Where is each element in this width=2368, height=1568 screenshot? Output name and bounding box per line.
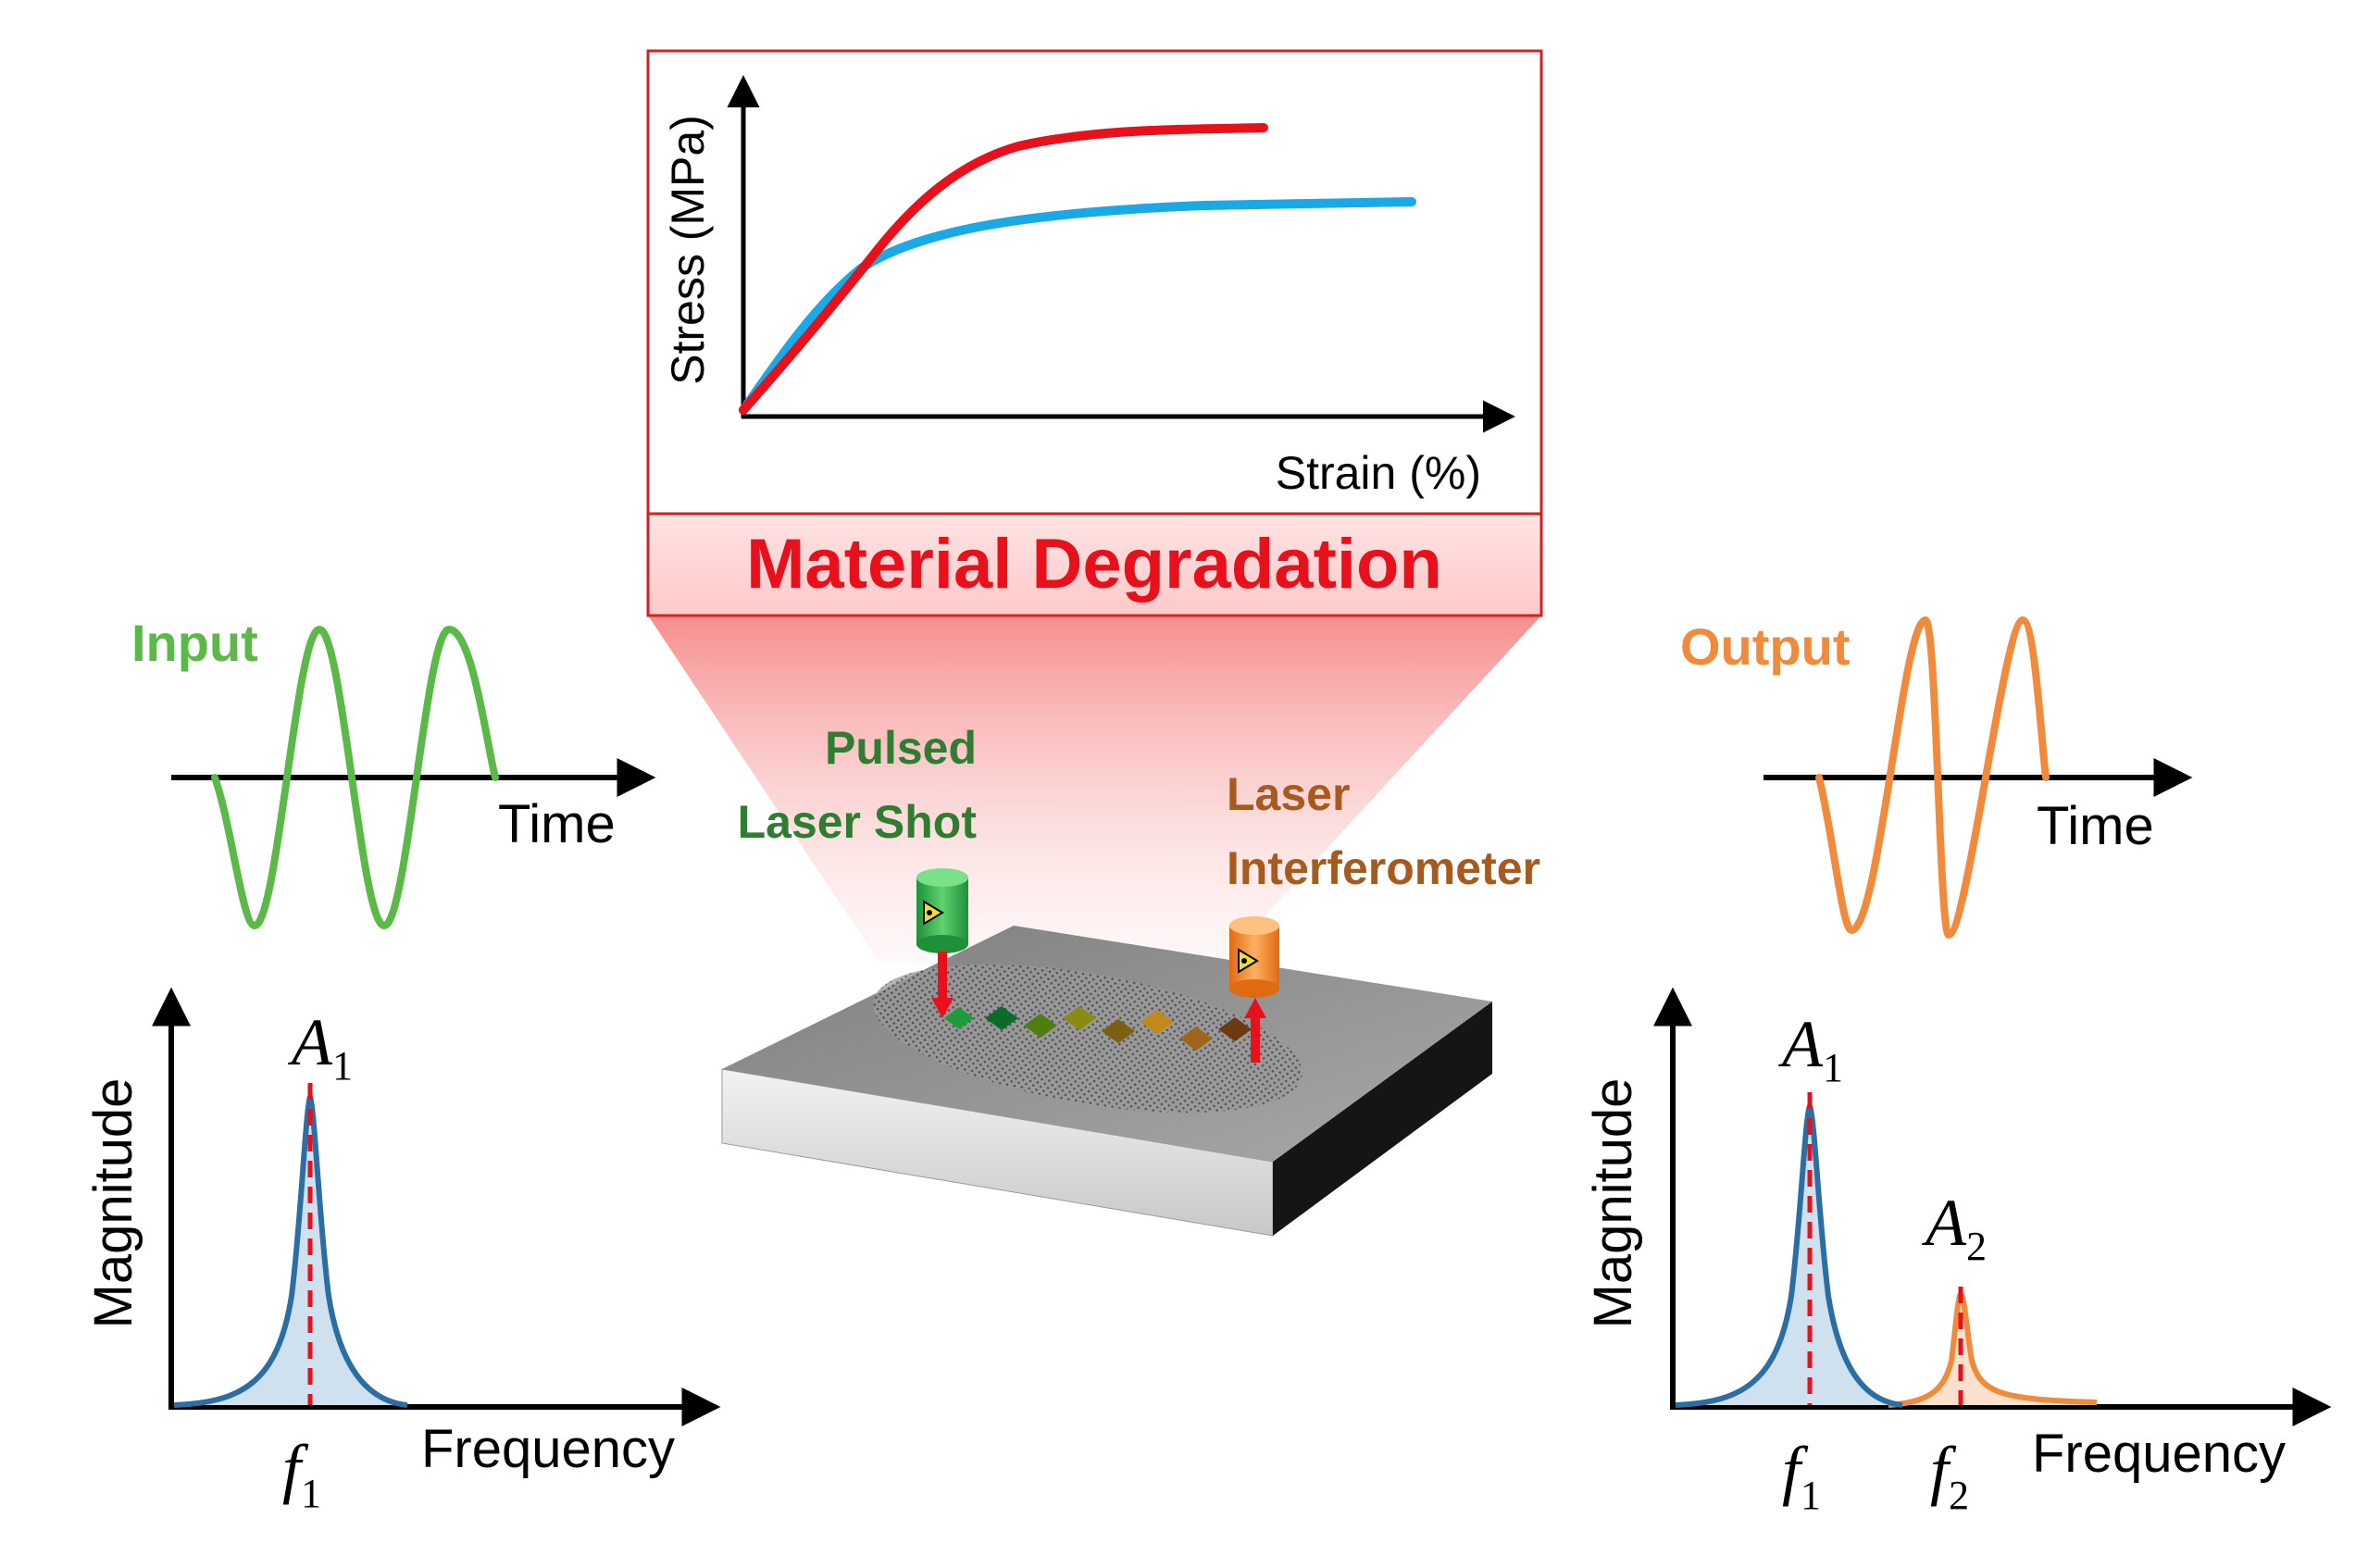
- output-spectrum-panel: Magnitude Frequency A1 A2 f1 f2: [1583, 987, 2332, 1518]
- interferometer-label-line2: Interferometer: [1227, 842, 1540, 894]
- laser-shot-label-line1: Pulsed: [825, 722, 977, 774]
- degraded-curve: [739, 123, 1268, 415]
- laser-shot-label-line2: Laser Shot: [738, 796, 978, 848]
- interferometer-label-line1: Laser: [1227, 768, 1350, 820]
- inspection-region: [873, 964, 1302, 1114]
- stress-strain-panel: Material Degradation Stress (MPa) Strain…: [646, 49, 1543, 617]
- output-peak1-amplitude-label: A1: [1778, 1007, 1843, 1090]
- strain-axis-label: Strain (%): [1276, 447, 1481, 499]
- output-peak1-fill: [1676, 1106, 1902, 1405]
- input-peak-amplitude-label: A1: [288, 1005, 353, 1089]
- guided-wave-path: [944, 1006, 1252, 1051]
- output-time-label: Time: [2037, 796, 2154, 856]
- input-waveform: [211, 625, 499, 930]
- output-waveform: [1815, 616, 2050, 940]
- input-peak-frequency-label: f1: [282, 1431, 321, 1516]
- material-degradation-banner: [646, 512, 1543, 617]
- laser-emitter-icon: [916, 868, 968, 1018]
- input-time-label: Time: [498, 794, 616, 854]
- material-degradation-label: Material Degradation: [746, 525, 1442, 604]
- stress-axis-label: Stress (MPa): [662, 115, 714, 385]
- input-peak-fill: [174, 1097, 407, 1405]
- input-signal-panel: Input Time: [131, 614, 656, 930]
- output-peak2-curve: [1888, 1290, 2098, 1408]
- output-signal-panel: Output Time: [1680, 616, 2193, 940]
- input-label: Input: [131, 614, 258, 672]
- output-peak2-frequency-label: f2: [1930, 1433, 1969, 1518]
- output-peak1-frequency-label: f1: [1782, 1433, 1821, 1518]
- output-frequency-label: Frequency: [2032, 1424, 2286, 1484]
- output-magnitude-label: Magnitude: [1583, 1078, 1643, 1329]
- specimen-setup: Pulsed Laser Shot Laser Interferometer: [721, 722, 1540, 1237]
- baseline-curve: [739, 197, 1416, 415]
- input-magnitude-label: Magnitude: [83, 1078, 143, 1329]
- input-spectrum-panel: Magnitude Frequency A1 f1: [83, 987, 721, 1516]
- output-peak2-amplitude-label: A2: [1922, 1186, 1987, 1269]
- output-label: Output: [1680, 617, 1850, 676]
- interferometer-sensor-icon: [1229, 916, 1279, 1063]
- focus-beam: [648, 616, 1541, 963]
- input-frequency-label: Frequency: [421, 1419, 675, 1479]
- plate-side-face: [1273, 1002, 1492, 1236]
